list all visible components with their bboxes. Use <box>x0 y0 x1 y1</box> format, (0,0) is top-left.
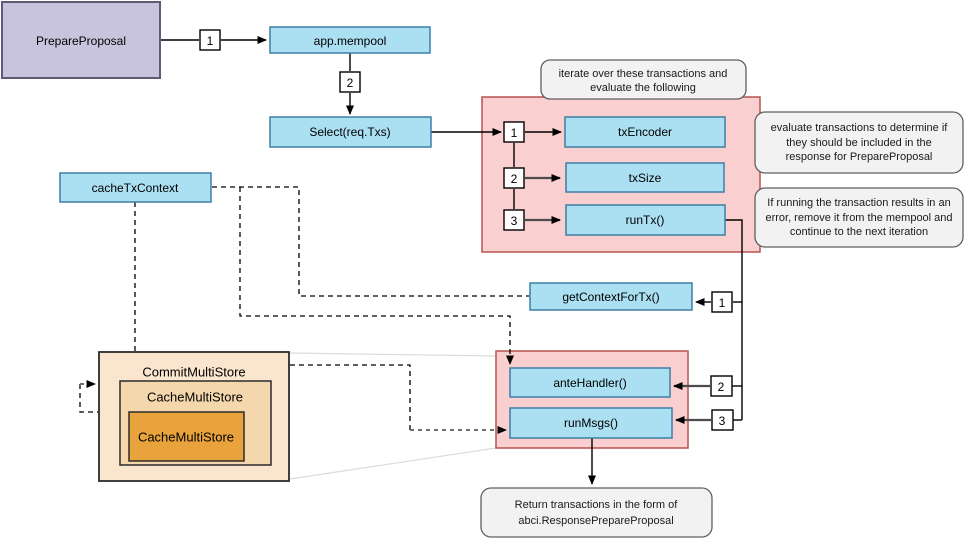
association-line-top <box>289 352 497 357</box>
step-badge-3-iterate-label: 3 <box>511 214 518 228</box>
note-iterate-line1: iterate over these transactions and <box>559 68 728 80</box>
note-error: If running the transaction results in an… <box>754 187 964 248</box>
edge-cachetxcontext-to-getcontextfortx <box>212 186 529 297</box>
step-badge-3-runtx: 3 <box>711 409 734 431</box>
node-select-txs: Select(req.Txs) <box>269 116 432 148</box>
note-return-line2: abci.ResponsePrepareProposal <box>518 515 673 527</box>
step-badge-1-top-label: 1 <box>207 34 214 48</box>
note-return: Return transactions in the form of abci.… <box>480 487 713 538</box>
run-tx-label: runTx() <box>626 213 665 227</box>
note-error-line3: continue to the next iteration <box>790 226 928 238</box>
note-error-line1: If running the transaction results in an <box>767 197 950 209</box>
node-run-tx: runTx() <box>565 204 726 236</box>
tx-size-label: txSize <box>629 171 662 185</box>
node-run-msgs: runMsgs() <box>509 407 673 439</box>
step-badge-3-iterate: 3 <box>503 209 525 231</box>
step-badge-2-top: 2 <box>339 71 361 93</box>
note-evaluate-line2: they should be included in the <box>786 137 932 149</box>
node-app-mempool: app.mempool <box>269 26 431 54</box>
note-return-line1: Return transactions in the form of <box>515 499 679 511</box>
step-badge-1-top: 1 <box>199 29 221 51</box>
node-cache-tx-context: cacheTxContext <box>59 172 212 203</box>
note-evaluate: evaluate transactions to determine if th… <box>754 111 964 174</box>
cache-multi-store-label: CacheMultiStore <box>147 390 243 405</box>
node-commit-multi-store: CommitMultiStore CacheMultiStore CacheMu… <box>98 351 290 482</box>
cache-multi-store-inner-box <box>128 411 245 462</box>
app-mempool-label: app.mempool <box>314 34 387 48</box>
edge-commitmultistore-to-runmsgs-vertical <box>290 364 411 430</box>
ante-handler-label: anteHandler() <box>553 376 626 390</box>
node-prepare-proposal: PrepareProposal <box>1 1 161 79</box>
step-badge-3-runtx-label: 3 <box>719 414 726 428</box>
cache-multi-store-inner-label: CacheMultiStore <box>138 430 234 445</box>
node-tx-encoder: txEncoder <box>564 116 726 148</box>
step-badge-2-runtx: 2 <box>710 375 733 397</box>
step-badge-1-runtx-label: 1 <box>719 296 726 310</box>
step-badge-2-runtx-label: 2 <box>718 380 725 394</box>
note-error-line2: error, remove it from the mempool and <box>765 212 952 224</box>
step-badge-1-runtx: 1 <box>711 291 733 313</box>
get-context-for-tx-label: getContextForTx() <box>562 290 659 304</box>
step-badge-1-iterate: 1 <box>503 121 525 143</box>
association-line-bottom <box>289 447 497 480</box>
note-evaluate-line3: response for PrepareProposal <box>786 151 933 163</box>
note-iterate-line2: evaluate the following <box>590 82 696 94</box>
node-get-context-for-tx: getContextForTx() <box>529 282 693 311</box>
run-msgs-label: runMsgs() <box>564 416 618 430</box>
step-badge-2-iterate: 2 <box>503 167 525 189</box>
node-ante-handler: anteHandler() <box>509 367 671 398</box>
edge-runtx-branch-line <box>725 219 743 420</box>
note-iterate: iterate over these transactions and eval… <box>540 59 747 100</box>
prepare-proposal-label: PrepareProposal <box>36 34 126 48</box>
commit-multi-store-label: CommitMultiStore <box>142 365 245 380</box>
step-badge-2-top-label: 2 <box>347 76 354 90</box>
select-txs-label: Select(req.Txs) <box>309 125 390 139</box>
edge-cachetxcontext-to-antehandler <box>239 187 514 365</box>
tx-encoder-label: txEncoder <box>618 125 672 139</box>
cache-tx-context-label: cacheTxContext <box>92 181 179 195</box>
step-badge-1-iterate-label: 1 <box>511 126 518 140</box>
step-badge-2-iterate-label: 2 <box>511 172 518 186</box>
node-tx-size: txSize <box>565 162 725 193</box>
note-evaluate-line1: evaluate transactions to determine if <box>771 122 949 134</box>
